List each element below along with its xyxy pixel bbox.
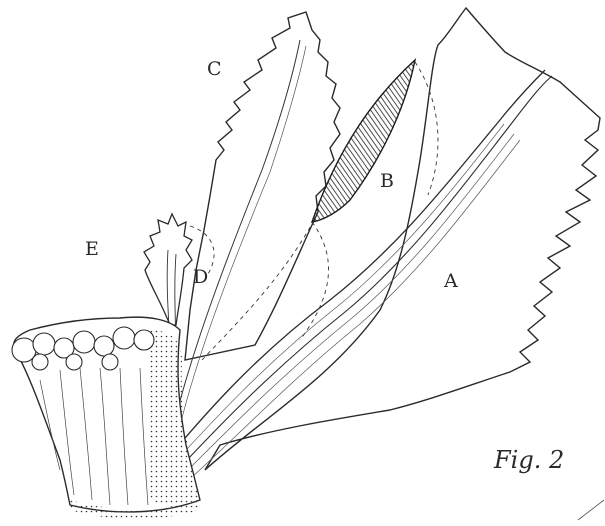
label-e: E: [85, 240, 99, 259]
figure-caption: Fig. 2: [494, 448, 564, 472]
label-d: D: [193, 268, 208, 287]
label-b: B: [380, 172, 394, 191]
label-c: C: [207, 60, 222, 79]
label-a: A: [444, 272, 458, 291]
